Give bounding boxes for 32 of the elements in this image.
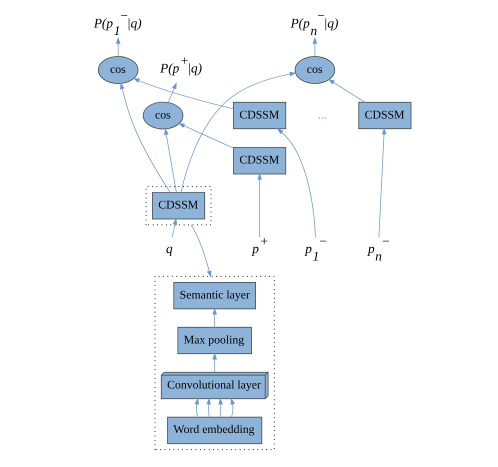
arrow	[378, 128, 386, 238]
arrow	[212, 308, 216, 328]
node-box: CDSSM	[232, 102, 286, 130]
node-box: CDSSM	[232, 147, 286, 174]
node-box: CDSSM	[152, 192, 205, 220]
arrow	[178, 123, 234, 148]
arrow	[328, 79, 365, 103]
arrow	[218, 398, 223, 418]
arrow	[167, 82, 176, 103]
node-box: CDSSM	[358, 102, 411, 130]
arrow	[206, 398, 210, 418]
arrow	[132, 78, 234, 110]
node-ellipse: cos	[97, 56, 138, 84]
cluster	[154, 276, 274, 450]
arrow	[180, 72, 296, 193]
node-box: Max pooling	[176, 326, 252, 354]
arrow	[276, 128, 316, 238]
node-box: Semantic layer	[172, 282, 256, 310]
arrow	[164, 128, 176, 193]
arrow	[115, 37, 120, 57]
label: ...	[317, 108, 326, 122]
arrow	[256, 173, 262, 238]
arrow	[212, 352, 216, 373]
node-text: q	[166, 241, 172, 256]
node-box: Word embedding	[166, 416, 262, 444]
arrow	[230, 398, 234, 418]
arrow	[190, 224, 211, 278]
arrow	[194, 398, 198, 418]
arrow	[171, 218, 177, 238]
node-ellipse: cos	[142, 102, 183, 130]
arrow	[312, 37, 317, 57]
arrow	[120, 82, 170, 193]
